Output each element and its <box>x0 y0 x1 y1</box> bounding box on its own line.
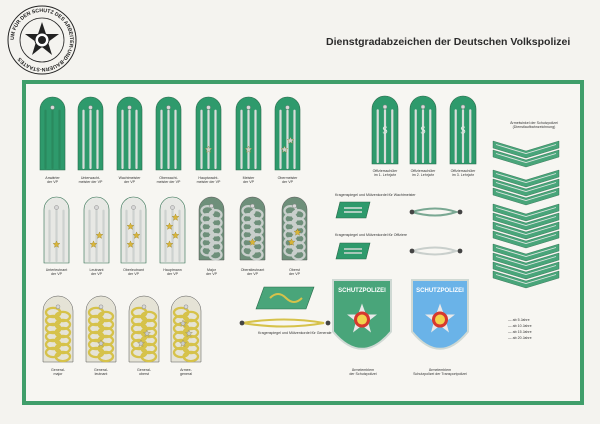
chevron-set-4 <box>492 243 560 289</box>
shoulder-board-general-2 <box>128 295 160 363</box>
rank-label-candidate-0: Offiziersschüler im 1. Lehrjahr <box>372 169 398 178</box>
cord-label-officer: Kragenspiegel und Mützenkordel für Offiz… <box>335 233 408 237</box>
sleeve-patch-transportpolizei: SCHUTZPOLIZEI <box>411 279 469 350</box>
rank-label-officer-6: Oberst der VP <box>289 268 300 277</box>
police-emblem-icon: UM FÜR DEN SCHUTZ DES ARBEITER-UND-BAUER… <box>7 5 77 75</box>
rank-label-enlisted-0: Anwärter der VP <box>45 176 60 185</box>
collar-tab-enlisted <box>335 201 371 219</box>
cap-cord-enlisted <box>409 207 463 217</box>
chevron-legend-0: — ab 5 Jahre <box>508 318 530 322</box>
chevron-legend-3: — ab 20 Jahre <box>508 336 532 340</box>
cord-label-general: Kragenspiegel und Mützenkordel für Gener… <box>258 331 332 335</box>
collar-tab-officer <box>335 242 371 260</box>
rank-label-officer-2: Oberleutnant der VP <box>123 268 144 277</box>
patch-label-0: Ärmelemblem der Schutzpolizei <box>349 368 377 377</box>
shoulder-board-officer-5 <box>239 196 266 261</box>
shoulder-board-officer-6 <box>281 196 308 261</box>
rank-label-general-0: General- major <box>51 368 65 377</box>
shoulder-board-officer-3 <box>159 196 186 264</box>
shoulder-board-general-0 <box>42 295 74 363</box>
chevron-set-1 <box>492 140 560 168</box>
rank-label-officer-5: Oberstleutnant der VP <box>240 268 265 277</box>
shoulder-board-enlisted-6 <box>274 96 301 171</box>
rank-label-enlisted-6: Obermeister der VP <box>277 176 298 185</box>
rank-label-general-3: Armee- general <box>180 368 192 377</box>
rank-label-enlisted-4: Hauptwacht- meister der VP <box>196 176 221 185</box>
shoulder-board-candidate-0: S <box>371 95 399 165</box>
shoulder-board-enlisted-1 <box>77 96 104 171</box>
svg-text:S: S <box>382 125 388 136</box>
shoulder-board-enlisted-2 <box>116 96 143 171</box>
sleeve-patch-schutzpolizei: SCHUTZPOLIZEI <box>332 279 392 350</box>
rank-label-officer-4: Major der VP <box>206 268 217 277</box>
svg-text:S: S <box>420 125 426 136</box>
shoulder-board-enlisted-4 <box>195 96 222 171</box>
collar-tab-general <box>255 286 315 310</box>
chevron-set-3 <box>492 203 560 249</box>
shoulder-board-enlisted-3 <box>155 96 182 171</box>
shoulder-board-enlisted-5 <box>235 96 262 171</box>
shoulder-board-officer-1 <box>83 196 110 264</box>
shoulder-board-officer-2 <box>120 196 147 264</box>
page-title: Dienstgradabzeichen der Deutschen Volksp… <box>326 36 571 48</box>
rank-label-enlisted-3: Oberwacht- meister der VP <box>156 176 181 185</box>
cord-label-enlisted: Kragenspiegel und Mützenkordel für Wacht… <box>335 193 416 197</box>
chevron-legend-2: — ab 15 Jahre <box>508 330 532 334</box>
shoulder-board-officer-0 <box>43 196 70 264</box>
rank-label-candidate-1: Offiziersschüler im 2. Lehrjahr <box>410 169 436 178</box>
rank-label-enlisted-2: Wachtmeister der VP <box>118 176 141 185</box>
cap-cord-officer <box>409 246 463 256</box>
patch-banner-1: SCHUTZPOLIZEI <box>416 288 464 294</box>
chevron-set-2 <box>492 169 560 206</box>
shoulder-board-candidate-1: S <box>409 95 437 165</box>
chevron-legend-1: — ab 10 Jahre <box>508 324 532 328</box>
rank-label-general-1: General- leutnant <box>94 368 108 377</box>
patch-label-1: Ärmelemblem Schutzpolizei der Transportp… <box>413 368 467 377</box>
rank-label-general-2: General- oberst <box>137 368 151 377</box>
chevron-title: Ärmelwinkel der Schutzpolizei (Dienstlau… <box>510 121 558 130</box>
shoulder-board-general-1 <box>85 295 117 363</box>
shoulder-board-candidate-2: S <box>449 95 477 165</box>
rank-label-candidate-2: Offiziersschüler im 3. Lehrjahr <box>450 169 476 178</box>
rank-label-enlisted-1: Unterwacht- meister der VP <box>78 176 103 185</box>
shoulder-board-enlisted-0 <box>39 96 66 171</box>
patch-banner-0: SCHUTZPOLIZEI <box>338 288 386 294</box>
rank-label-officer-3: Hauptmann der VP <box>163 268 182 277</box>
shoulder-board-officer-4 <box>198 196 225 261</box>
cap-cord-general <box>239 318 331 328</box>
rank-label-officer-1: Leutnant der VP <box>89 268 104 277</box>
rank-label-enlisted-5: Meister der VP <box>242 176 255 185</box>
svg-text:S: S <box>460 125 466 136</box>
rank-label-officer-0: Unterleutnant der VP <box>45 268 68 277</box>
shoulder-board-general-3 <box>170 295 202 363</box>
